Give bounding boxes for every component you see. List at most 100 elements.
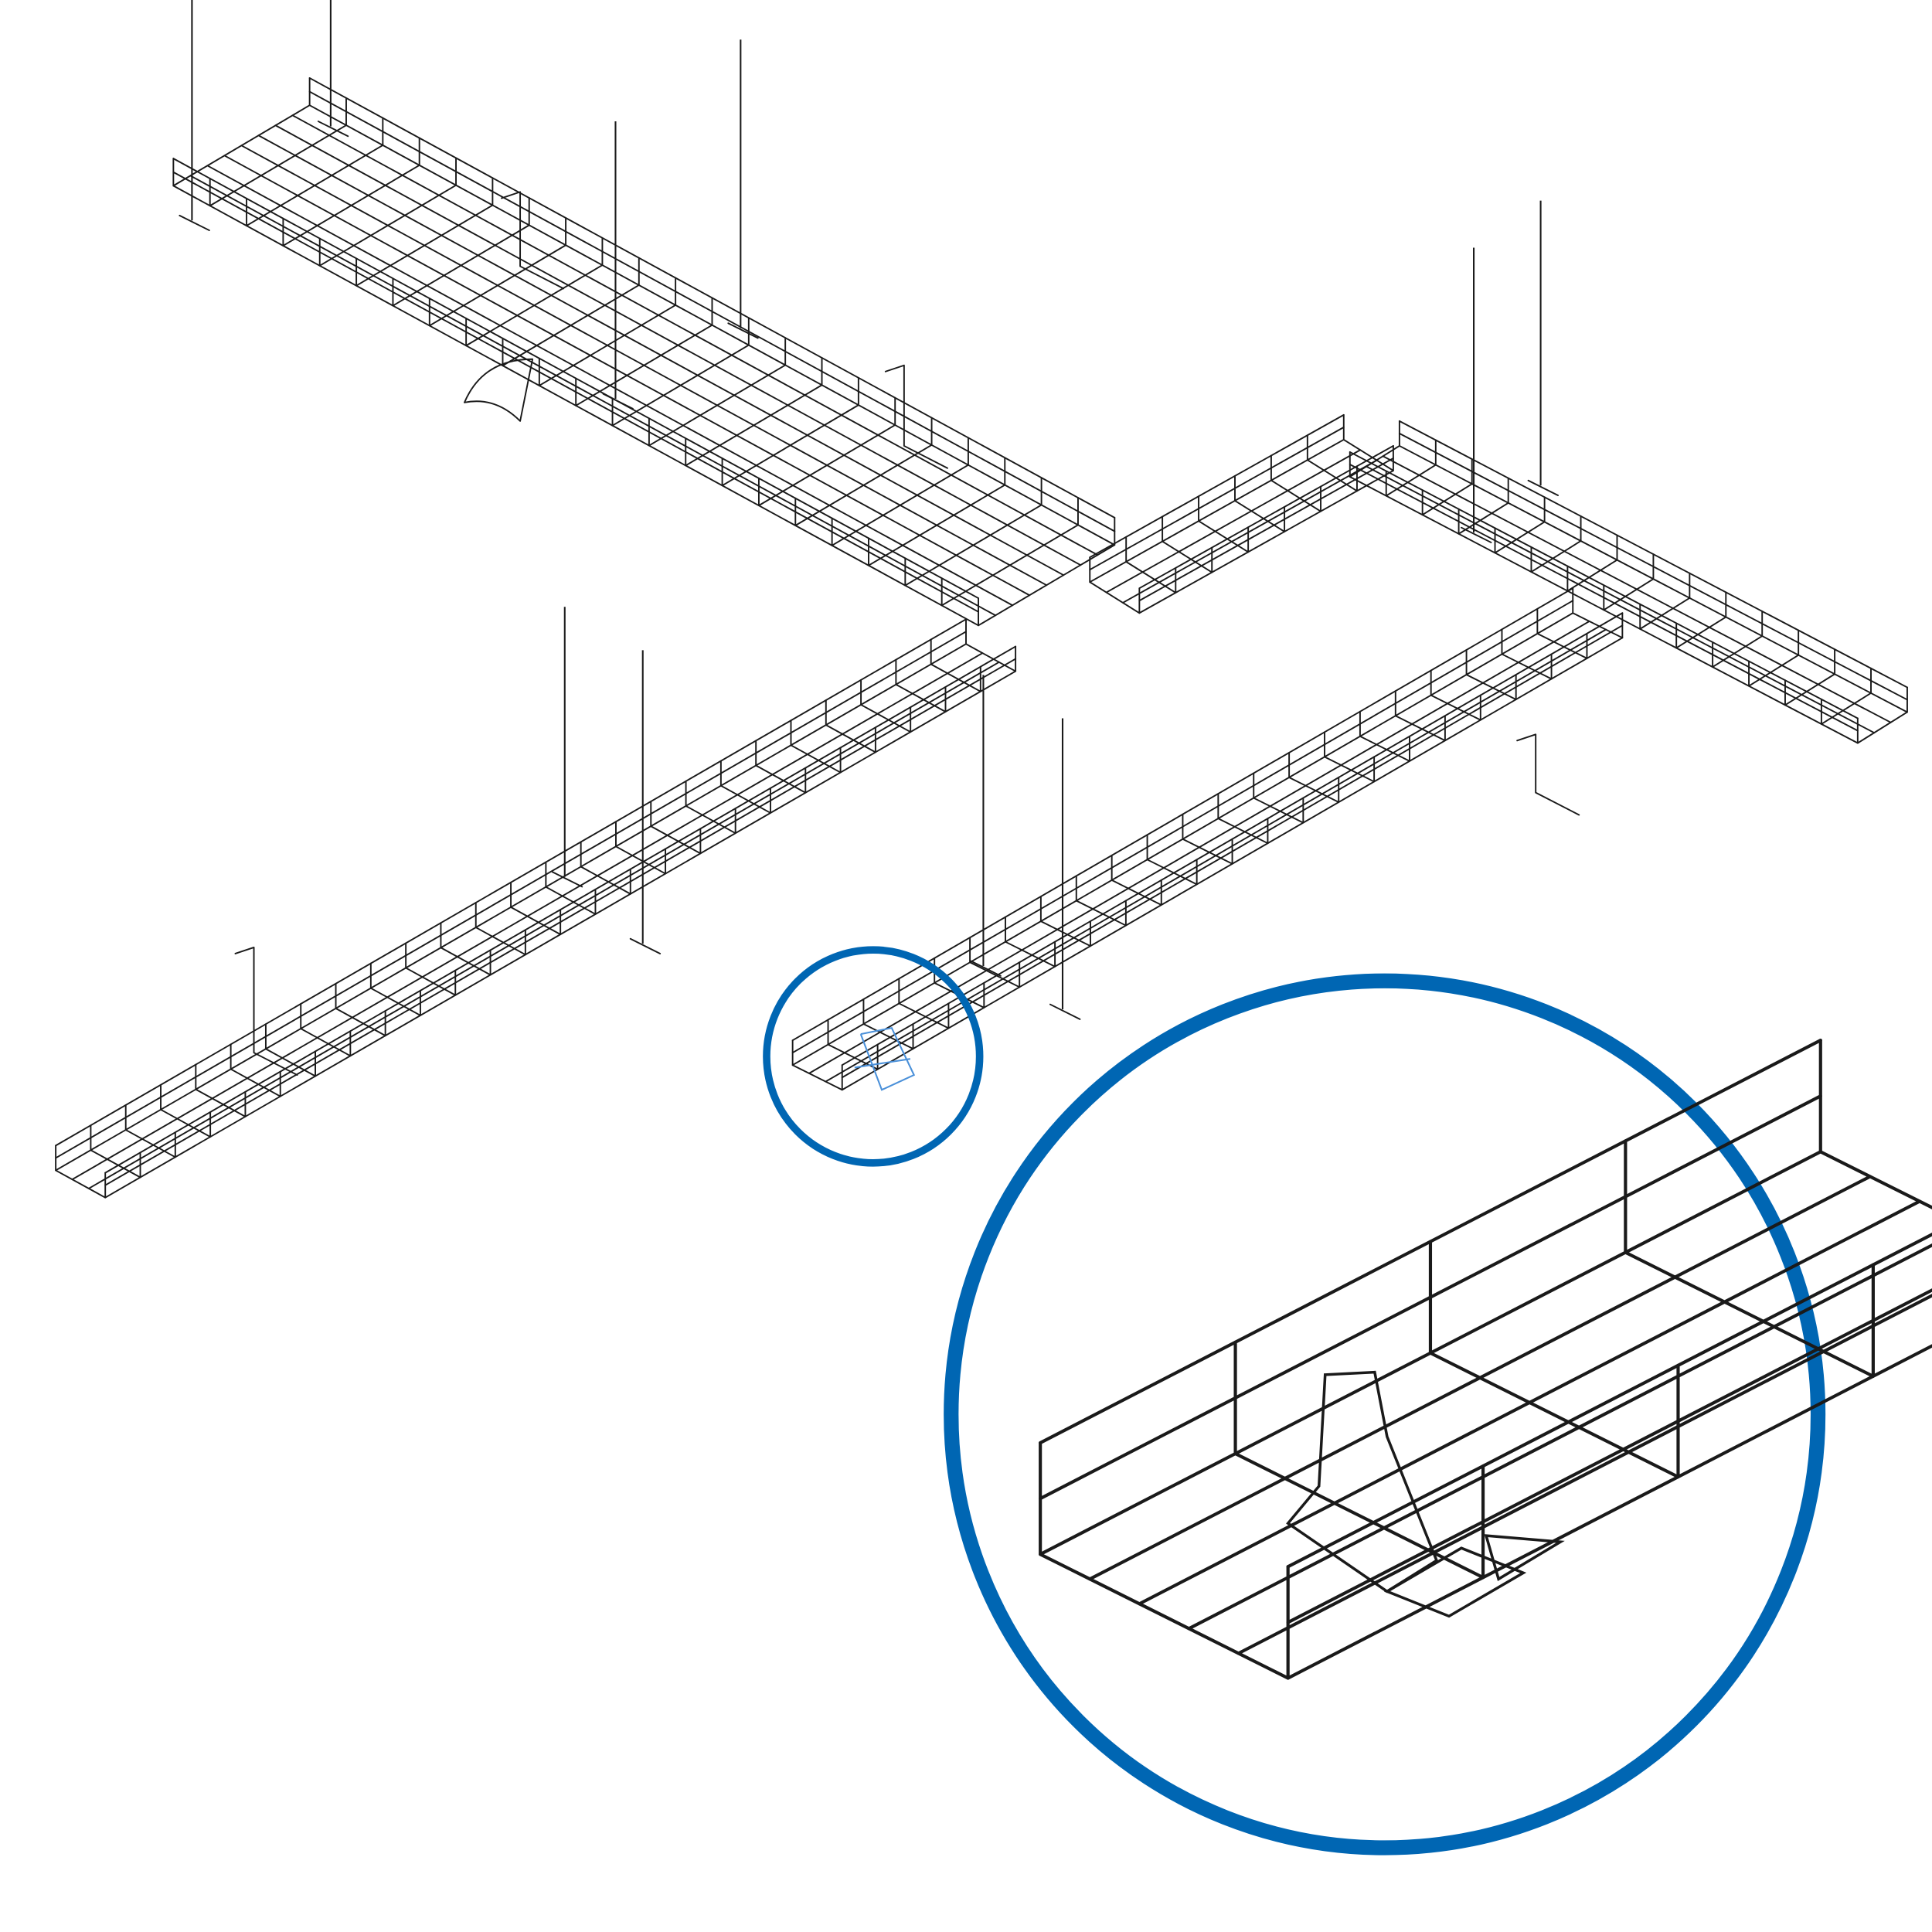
top-rail-wire	[1138, 444, 1394, 590]
cross-wire	[1342, 413, 1394, 471]
cross-wire	[1162, 515, 1213, 573]
cross-wire	[230, 1043, 281, 1097]
cross-wire	[1217, 793, 1269, 845]
cross-wire	[300, 1003, 352, 1057]
cross-wire	[1039, 896, 1091, 947]
cross-wire	[1856, 686, 1908, 744]
cross-wire	[474, 902, 526, 956]
rod-support-channel	[317, 121, 349, 138]
cross-wire	[898, 978, 950, 1029]
cross-wire	[209, 97, 347, 207]
cross-wire	[1359, 710, 1410, 762]
bottom-longitudinal-wire	[1122, 459, 1378, 604]
rod-support-channel	[1527, 479, 1559, 496]
cross-wire	[719, 760, 771, 814]
tray-right-run	[1349, 420, 1908, 744]
cross-wire	[1748, 629, 1800, 687]
cross-wire	[1253, 772, 1304, 824]
rod-support-channel	[551, 871, 583, 888]
wall-bracket	[1516, 733, 1580, 816]
cross-wire	[405, 942, 457, 996]
cross-wire	[615, 821, 667, 875]
cross-wire	[246, 117, 384, 227]
cross-wire	[930, 638, 981, 692]
cross-wire	[827, 1019, 879, 1070]
cross-wire	[825, 699, 876, 753]
rod-support-channel	[970, 960, 1002, 977]
cross-wire	[1234, 474, 1286, 532]
cross-wire	[465, 236, 604, 347]
detail-callout-magnified	[944, 973, 1932, 1855]
cross-wire	[794, 417, 933, 526]
cross-wire	[868, 457, 1006, 566]
cross-wire	[1428, 1240, 1680, 1479]
cross-wire	[860, 679, 912, 733]
bottom-longitudinal-wire	[1105, 449, 1362, 594]
side-wire	[1138, 457, 1394, 602]
cross-wire	[1182, 813, 1233, 865]
cross-wire	[440, 922, 492, 976]
cross-wire	[1566, 534, 1618, 592]
cross-wire	[1501, 628, 1553, 680]
cross-wire	[650, 801, 702, 855]
cross-wire	[1089, 556, 1141, 614]
top-rail-wire	[1286, 1233, 1932, 1569]
cross-wire	[862, 998, 914, 1050]
cross-wire	[790, 719, 842, 774]
cross-wire	[1233, 1340, 1485, 1580]
magnified-tray-section	[1039, 1039, 1932, 1680]
detail-callout-small	[763, 946, 984, 1167]
cross-wire	[1465, 649, 1517, 701]
cross-wire	[611, 317, 750, 427]
cross-wire	[282, 137, 420, 247]
cross-wire	[172, 77, 311, 187]
tray-lower-left	[55, 618, 1017, 1199]
cross-wire	[904, 477, 1043, 587]
rod-support-channel	[1049, 1003, 1081, 1020]
cross-wire	[1385, 439, 1437, 497]
cross-wire	[1349, 420, 1400, 478]
cross-wire	[55, 1145, 107, 1199]
cross-wire	[1306, 434, 1358, 492]
cross-wire	[1530, 515, 1582, 573]
wall-brackets	[234, 191, 1580, 1076]
cross-wire	[1784, 648, 1836, 706]
cross-wire	[1125, 536, 1177, 594]
tray-bend-piece	[464, 358, 534, 422]
cross-wire	[1421, 458, 1473, 516]
cross-wire	[545, 861, 597, 915]
cross-wire	[580, 841, 631, 895]
cross-wire	[1146, 834, 1198, 886]
callout-circle-large	[944, 973, 1826, 1855]
wall-bracket	[884, 364, 948, 469]
callout-circle-small	[763, 946, 984, 1167]
cross-wire	[369, 962, 421, 1016]
cross-wire	[1430, 669, 1481, 721]
rod-support-channel	[602, 393, 634, 410]
magnified-tray	[1039, 1039, 1932, 1680]
bottom-longitudinal-wire	[1089, 438, 1345, 583]
threaded-hanger-rods	[179, 0, 1559, 1020]
wall-bracket	[234, 947, 298, 1076]
cross-wire	[318, 157, 457, 267]
cross-wire	[510, 881, 562, 936]
cross-wire	[1494, 496, 1546, 554]
cross-wire	[538, 277, 677, 386]
cross-wire	[831, 437, 969, 546]
cross-wire	[428, 217, 567, 327]
cross-wire	[757, 396, 896, 507]
cross-wire	[392, 197, 530, 307]
cross-wire	[1820, 667, 1872, 725]
cross-wire	[124, 1104, 176, 1158]
cross-wire	[895, 658, 947, 713]
rod-support-channel	[727, 322, 759, 339]
side-wire	[1089, 426, 1345, 571]
cross-wire	[335, 982, 386, 1037]
highlighted-support-part	[854, 1058, 911, 1069]
cross-wire	[1394, 690, 1446, 742]
top-rail-wire	[1089, 413, 1345, 559]
cross-wire	[940, 497, 1079, 607]
floor-support-base-plate	[1484, 1534, 1565, 1581]
rod-support-channel	[179, 214, 210, 232]
